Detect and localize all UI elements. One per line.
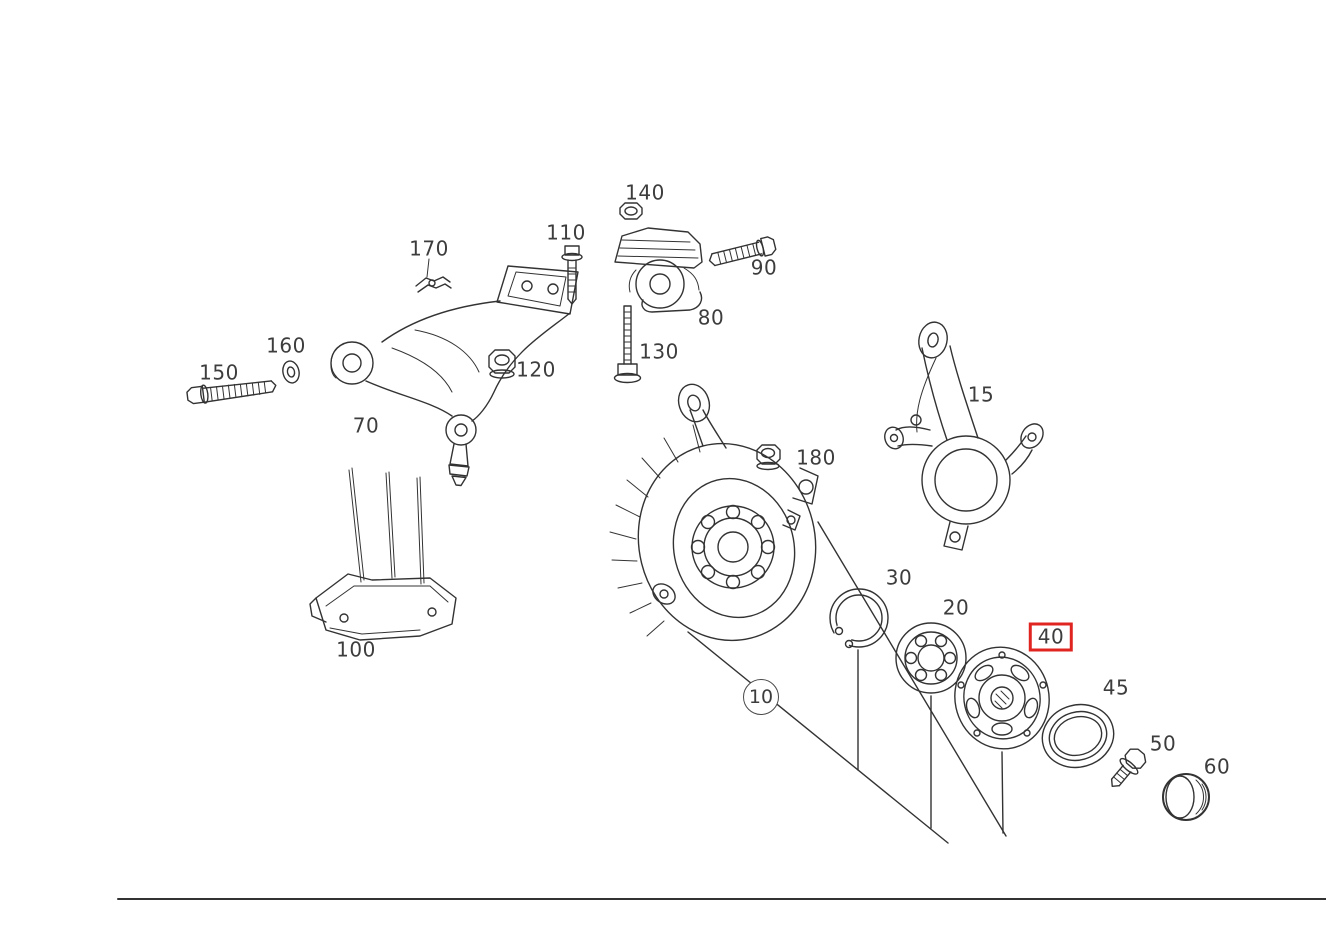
part-label-70[interactable]: 70 (352, 413, 380, 438)
mount-bracket-drawing (614, 227, 703, 313)
part-label-110[interactable]: 110 (546, 220, 586, 245)
part-label-80[interactable]: 80 (697, 305, 725, 330)
part-label-90[interactable]: 90 (750, 255, 778, 280)
bolt-50-drawing (1110, 748, 1147, 787)
seal-ring-drawing (1041, 703, 1115, 769)
part-label-170[interactable]: 170 (409, 236, 449, 261)
part-label-150[interactable]: 150 (199, 360, 239, 385)
part-label-130[interactable]: 130 (639, 339, 679, 364)
nut-120-drawing (488, 349, 516, 379)
bracket-100-drawing (309, 467, 457, 641)
wheel-hub-drawing (954, 646, 1050, 750)
steering-knuckle-drawing (884, 321, 1044, 551)
part-label-10[interactable]: 10 (743, 679, 779, 715)
assembly-alignment-lines (687, 521, 1007, 844)
part-label-120[interactable]: 120 (516, 357, 556, 382)
stud-130-drawing (613, 305, 642, 384)
part-label-160[interactable]: 160 (266, 333, 306, 358)
hub-cap-drawing (1162, 773, 1210, 821)
part-label-100[interactable]: 100 (336, 637, 376, 662)
bolt-90-drawing (708, 236, 777, 267)
wheel-bearing-drawing (895, 622, 967, 694)
snap-ring-drawing (829, 588, 889, 649)
part-label-50[interactable]: 50 (1149, 731, 1177, 756)
part-label-20[interactable]: 20 (942, 595, 970, 620)
part-label-40[interactable]: 40 (1028, 622, 1074, 652)
washer-160-drawing (282, 360, 300, 384)
clamp-170-drawing (415, 258, 452, 293)
part-label-140[interactable]: 140 (625, 180, 665, 205)
part-label-180[interactable]: 180 (796, 445, 836, 470)
part-label-60[interactable]: 60 (1203, 754, 1231, 779)
control-arm-drawing (330, 265, 579, 487)
nut-180-drawing (756, 444, 781, 471)
nut-140-drawing (619, 202, 643, 220)
brake-backing-plate-drawing (609, 383, 819, 642)
bolt-110-drawing (561, 245, 583, 305)
part-label-15[interactable]: 15 (967, 382, 995, 407)
bolt-150-drawing (186, 380, 277, 405)
part-label-30[interactable]: 30 (885, 565, 913, 590)
part-label-45[interactable]: 45 (1102, 675, 1130, 700)
